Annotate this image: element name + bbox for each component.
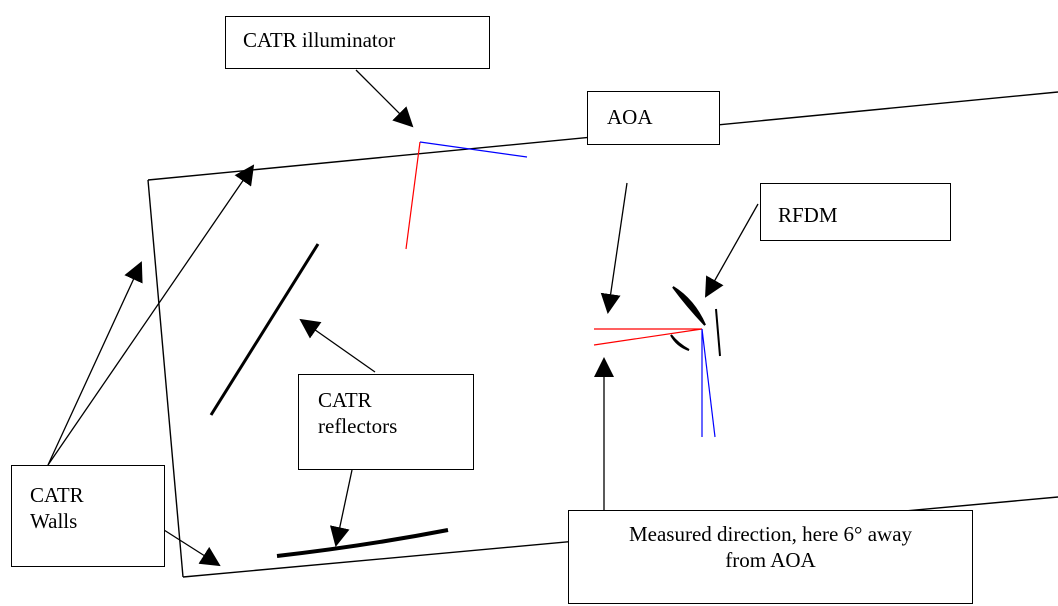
- aoa-red-ray-2: [593, 328, 703, 346]
- reflector-arrow-main: [299, 318, 376, 373]
- catr-walls-text-line1: CATR: [30, 483, 84, 507]
- rfdm-blue-ray-2: [701, 328, 716, 438]
- catr-reflector-sub: [276, 528, 449, 558]
- catr-illuminator-text: CATR illuminator: [243, 28, 396, 52]
- catr-reflectors-label: CATR reflectors: [298, 374, 474, 470]
- catr-illuminator-label: CATR illuminator: [225, 16, 490, 69]
- walls-arrow-top: [47, 164, 255, 466]
- catr-wall-left: [147, 179, 184, 578]
- walls-arrow-bottom: [163, 529, 221, 567]
- catr-reflectors-text-line2: reflectors: [318, 414, 398, 439]
- illuminator-blue-ray: [419, 141, 528, 158]
- aoa-label: AOA: [587, 91, 720, 145]
- illuminator-red-ray: [405, 141, 421, 250]
- catr-walls-label: CATR Walls: [11, 465, 165, 567]
- walls-arrow-left: [47, 261, 143, 466]
- catr-reflectors-text-line1: CATR: [318, 388, 372, 412]
- aoa-text: AOA: [607, 105, 653, 129]
- catr-walls-text-line2: Walls: [30, 509, 78, 534]
- rfdm-text: RFDM: [778, 203, 838, 227]
- illuminator-arrow: [355, 69, 414, 128]
- reflector-arrow-sub: [329, 469, 353, 547]
- measured-direction-label: Measured direction, here 6° away from AO…: [568, 510, 973, 604]
- rfdm-arrow: [705, 203, 759, 298]
- measured-direction-text-line1: Measured direction, here 6° away: [628, 522, 913, 546]
- measured-direction-text-line2: from AOA: [725, 548, 816, 573]
- rfdm-label: RFDM: [760, 183, 951, 241]
- aoa-arrow: [600, 182, 628, 314]
- catr-reflector-main: [209, 243, 320, 416]
- rfdm-reflector-lower: [670, 334, 690, 351]
- rfdm-reflector-upper: [672, 286, 706, 326]
- rfdm-feed: [715, 308, 721, 357]
